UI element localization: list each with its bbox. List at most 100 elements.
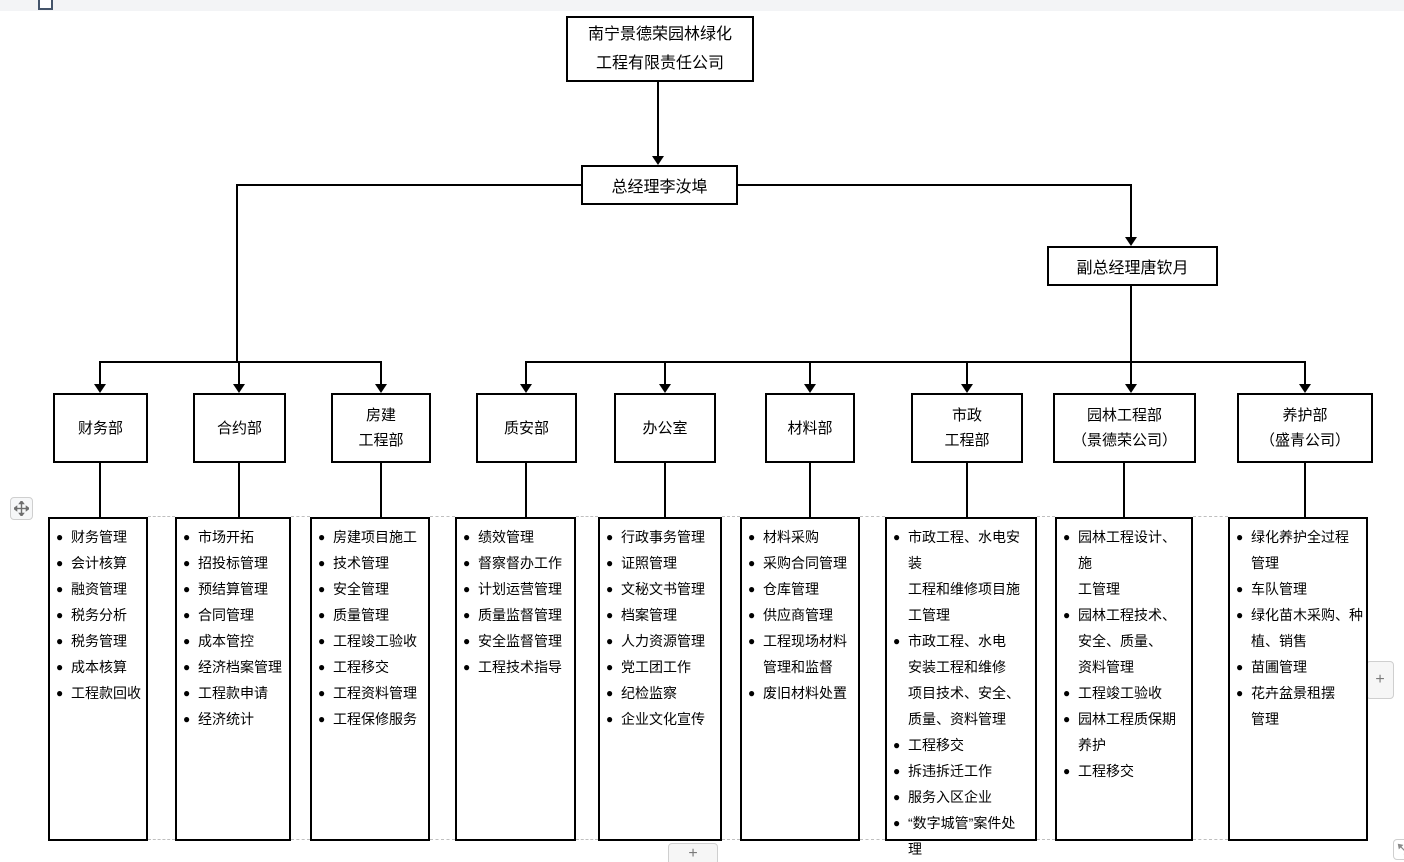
duty-line: 工程保修服务: [333, 711, 417, 727]
connector-line: [238, 361, 240, 385]
connector-line: [1130, 286, 1132, 363]
connector-line: [736, 184, 1132, 186]
duty-line: 经济档案管理: [198, 659, 282, 675]
duty-line: 财务管理: [71, 529, 127, 545]
connector-line: [236, 184, 238, 363]
duty-item: ●苗圃管理: [1236, 654, 1364, 680]
bullet-icon: ●: [893, 530, 901, 544]
add-column-button[interactable]: +: [1366, 661, 1394, 699]
duty-item: ●仓库管理: [748, 576, 856, 602]
connector-line: [966, 463, 968, 518]
duty-line: 人力资源管理: [621, 633, 705, 649]
table-gridline: [291, 516, 310, 517]
bullet-icon: ●: [1063, 764, 1071, 778]
move-handle[interactable]: [10, 497, 33, 520]
bullet-icon: ●: [463, 582, 471, 596]
connector-line: [966, 361, 968, 385]
duty-line: 市场开拓: [198, 529, 254, 545]
duty-line: 税务分析: [71, 607, 127, 623]
duty-line: 招投标管理: [198, 555, 268, 571]
duty-item: ●绿化苗木采购、种植、销售: [1236, 602, 1364, 654]
duty-line: “数字城管”案件处: [908, 815, 1016, 831]
duty-line: 成本管控: [198, 633, 254, 649]
bullet-icon: ●: [56, 582, 64, 596]
duty-line: 管理: [1251, 555, 1279, 571]
bullet-icon: ●: [183, 634, 191, 648]
connector-line: [664, 361, 666, 385]
duty-line: 工程竣工验收: [1078, 685, 1162, 701]
duty-item: ●安全管理: [318, 576, 426, 602]
dept-box-quality: 质安部: [476, 393, 577, 463]
duty-item: ●房建项目施工: [318, 524, 426, 550]
bullet-icon: ●: [606, 582, 614, 596]
bullet-icon: ●: [56, 556, 64, 570]
duty-line: 安全、质量、: [1078, 633, 1162, 649]
connector-line: [657, 82, 659, 157]
duty-item: ●会计核算: [56, 550, 144, 576]
duty-item: ●预结算管理: [183, 576, 287, 602]
table-gridline: [430, 839, 455, 840]
square-icon[interactable]: [38, 0, 53, 10]
bullet-icon: ●: [56, 634, 64, 648]
duty-item: ●技术管理: [318, 550, 426, 576]
dept-box-maintenance: 养护部（盛青公司）: [1237, 393, 1373, 463]
connector-line: [1130, 361, 1132, 385]
duty-item: ●采购合同管理: [748, 550, 856, 576]
table-gridline: [722, 516, 740, 517]
bullet-icon: ●: [1063, 712, 1071, 726]
duty-item: ●税务分析: [56, 602, 144, 628]
duty-item: ●工程资料管理: [318, 680, 426, 706]
duty-item: ●园林工程设计、施工管理: [1063, 524, 1189, 602]
connector-line: [525, 361, 1306, 363]
duty-item: ●工程技术指导: [463, 654, 572, 680]
bullet-icon: ●: [606, 530, 614, 544]
dept-box-housing: 房建工程部: [331, 393, 431, 463]
duty-line: 绩效管理: [478, 529, 534, 545]
bullet-icon: ●: [318, 582, 326, 596]
connector-line: [525, 361, 527, 385]
general-manager-box: 总经理李汝埠: [581, 165, 738, 205]
duty-item: ●市政工程、水电安装工程和维修项目技术、安全、质量、资料管理: [893, 628, 1033, 732]
bullet-icon: ●: [1236, 686, 1244, 700]
arrow-head: [233, 384, 245, 393]
bullet-icon: ●: [606, 686, 614, 700]
duty-item: ●市政工程、水电安装工程和维修项目施工管理: [893, 524, 1033, 628]
duty-line: 工管理: [908, 607, 950, 623]
duty-line: 文秘文书管理: [621, 581, 705, 597]
duty-item: ●车队管理: [1236, 576, 1364, 602]
connector-line: [380, 463, 382, 518]
dept-name: 工程部: [944, 432, 990, 449]
duty-line: 工程款申请: [198, 685, 268, 701]
duty-item: ●工程款回收: [56, 680, 144, 706]
duty-line: 车队管理: [1251, 581, 1307, 597]
bullet-icon: ●: [183, 582, 191, 596]
table-gridline: [430, 516, 455, 517]
duty-line: 工程和维修项目施: [908, 581, 1020, 597]
duty-item: ●企业文化宣传: [606, 706, 718, 732]
dept-duties-materials: ●材料采购●采购合同管理●仓库管理●供应商管理●工程现场材料管理和监督●废旧材料…: [740, 517, 860, 841]
table-gridline: [148, 839, 175, 840]
table-gridline: [291, 839, 310, 840]
arrow-head: [94, 384, 106, 393]
duty-item: ●质量管理: [318, 602, 426, 628]
table-gridline: [860, 839, 885, 840]
duty-item: ●工程保修服务: [318, 706, 426, 732]
bullet-icon: ●: [893, 816, 901, 830]
plus-icon: +: [1375, 671, 1385, 688]
table-gridline: [1193, 516, 1228, 517]
bullet-icon: ●: [463, 634, 471, 648]
table-gridline: [1037, 839, 1055, 840]
dept-duties-landscape: ●园林工程设计、施工管理●园林工程技术、安全、质量、资料管理●工程竣工验收●园林…: [1055, 517, 1193, 841]
duty-item: ●工程竣工验收: [318, 628, 426, 654]
duty-line: 服务入区企业: [908, 789, 992, 805]
duty-line: 项目技术、安全、: [908, 685, 1020, 701]
arrow-head: [375, 384, 387, 393]
resize-handle-icon[interactable]: [1393, 839, 1404, 860]
deputy-general-manager-box: 副总经理唐钦月: [1047, 246, 1218, 286]
add-row-button[interactable]: +: [668, 843, 718, 862]
table-gridline: [1193, 839, 1228, 840]
bullet-icon: ●: [1063, 686, 1071, 700]
bullet-icon: ●: [606, 660, 614, 674]
dept-name: （景德荣公司）: [1071, 432, 1177, 449]
dept-duties-contract: ●市场开拓●招投标管理●预结算管理●合同管理●成本管控●经济档案管理●工程款申请…: [175, 517, 291, 841]
